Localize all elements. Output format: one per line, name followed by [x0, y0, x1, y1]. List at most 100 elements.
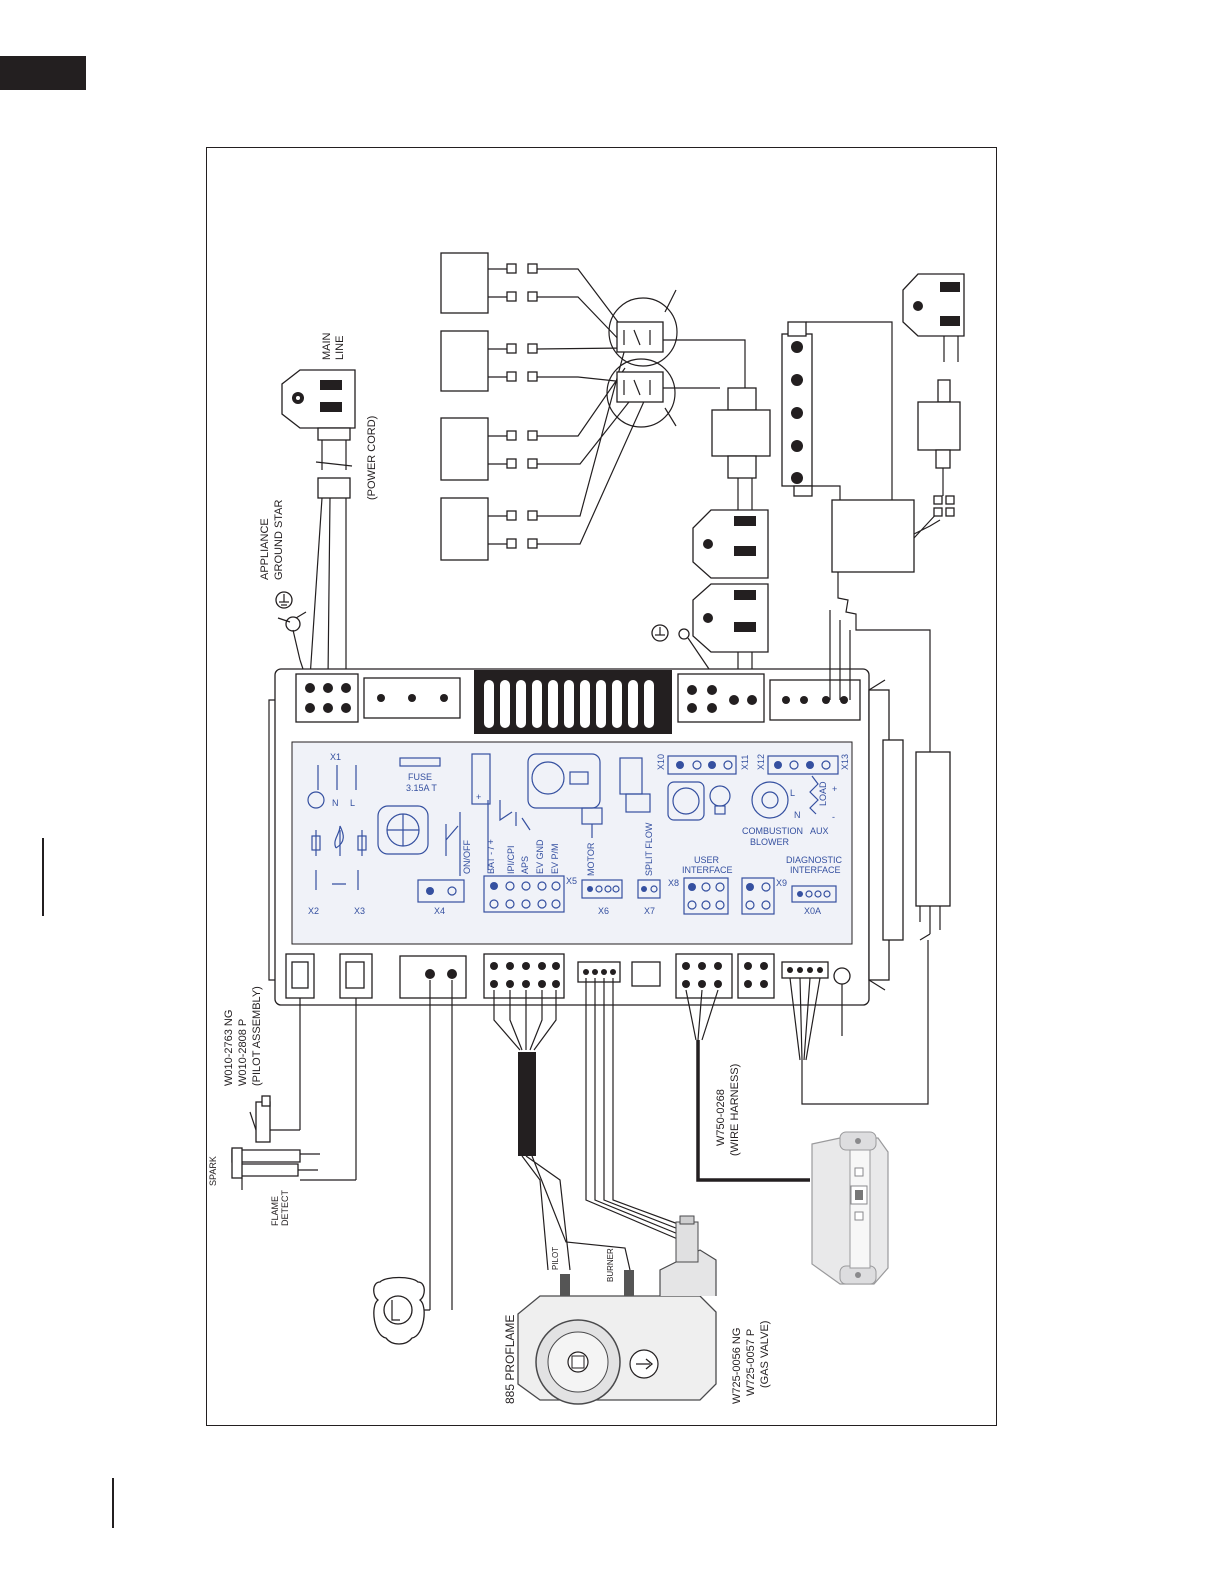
- main-line-text-1: MAIN: [321, 332, 333, 360]
- motor-wires: [585, 978, 690, 1241]
- diagnostic-label: DIAGNOSTIC: [786, 855, 843, 865]
- ev-pm-label: EV P/M: [550, 843, 560, 874]
- main-line-plug: [281, 369, 356, 499]
- gas-valve-text: (GAS VALVE): [759, 1321, 771, 1388]
- x7-label: X7: [644, 906, 655, 916]
- section-tab: [0, 56, 86, 90]
- user-label: USER: [694, 855, 720, 865]
- main-line-text-2: LINE: [334, 336, 346, 360]
- board-bottom-connectors: [285, 953, 851, 999]
- valve-pilot-label: PILOT: [551, 1247, 560, 1270]
- x13-label: X13: [840, 754, 850, 770]
- board-top-connectors: [295, 610, 861, 734]
- ground-star-text-1: APPLIANCE: [259, 518, 271, 580]
- pilot-wires: [268, 998, 357, 1181]
- valve-burner-label: BURNER: [606, 1248, 615, 1282]
- flame-label: FLAME: [270, 1196, 280, 1226]
- spark-label: SPARK: [208, 1156, 218, 1186]
- pilot-assembly-label: W010-2763 NG W010-2808 P (PILOT ASSEMBLY…: [223, 986, 263, 1086]
- panel-x0a: DIAGNOSTIC INTERFACE X0A: [786, 855, 843, 916]
- x0a-label: X0A: [804, 906, 821, 916]
- on-off-switch-icon: [373, 1276, 425, 1345]
- pilot-ng-label: W010-2763 NG: [223, 1010, 235, 1086]
- wire-harness-code: W750-0268: [715, 1089, 727, 1146]
- wall-switch-receiver: [811, 1131, 889, 1285]
- l-label: L: [350, 798, 355, 808]
- diagram-frame: [206, 147, 997, 1426]
- x1-label: X1: [330, 752, 341, 762]
- gas-valve-label: W725-0056 NG W725-0057 P (GAS VALVE): [731, 1321, 771, 1404]
- aux-label: AUX: [810, 826, 829, 836]
- bat-label: BAT - / +: [486, 839, 496, 874]
- panel-x8-x9: USER INTERFACE X8 X9: [668, 855, 787, 915]
- blower-label: BLOWER: [750, 837, 790, 847]
- svg-text:N: N: [794, 810, 801, 820]
- wire-harness: [696, 1040, 810, 1182]
- x10-label: X10: [656, 754, 666, 770]
- panel-x5: BAT - / + IPI/CPI APS EV GND EV P/M X5: [483, 800, 577, 913]
- fuse-rating-label: 3.15A T: [406, 783, 437, 793]
- panel-x6: MOTOR X6: [581, 842, 623, 916]
- control-module: [831, 499, 941, 752]
- x2-label: X2: [308, 906, 319, 916]
- wire-harness-text: (WIRE HARNESS): [729, 1064, 741, 1156]
- panel-on-off: ON/OFF X4: [417, 812, 472, 916]
- ground-star-label: APPLIANCE GROUND STAR: [259, 499, 285, 580]
- terminal-strip: [781, 321, 893, 500]
- main-line-label: MAIN LINE: [321, 332, 346, 360]
- valve-model-label: 885 PROFLAME: [503, 1315, 517, 1404]
- fuse-label: FUSE: [408, 772, 432, 782]
- svg-text:L: L: [790, 788, 795, 798]
- split-flow-label: SPLIT FLOW: [644, 822, 654, 876]
- diagnostic-interface-label: INTERFACE: [790, 865, 841, 875]
- panel-battery: +: [471, 753, 491, 805]
- ground-star-text-2: GROUND STAR: [273, 499, 285, 580]
- panel-x1: X1 N L: [307, 752, 357, 809]
- load-label: LOAD: [818, 781, 828, 806]
- panel-x12-x13: X12 X13 L N LOAD + - COMBUSTION BLOWER A…: [742, 754, 850, 847]
- ev-gnd-label: EV GND: [535, 839, 545, 874]
- x9-label: X9: [776, 878, 787, 888]
- x8-label: X8: [668, 878, 679, 888]
- gas-valve: [517, 1215, 717, 1405]
- pilot-assembly-text: (PILOT ASSEMBLY): [251, 986, 263, 1086]
- wire-sleeve: [518, 1052, 536, 1156]
- panel-x10-x11: X10 X11: [656, 754, 750, 821]
- panel-valve-icon: [527, 753, 603, 838]
- svg-text:+: +: [476, 792, 481, 802]
- x5-label: X5: [566, 876, 577, 886]
- pilot-p-label: W010-2808 P: [237, 1019, 249, 1086]
- x6-label: X6: [598, 906, 609, 916]
- margin-bar: [42, 838, 44, 916]
- detect-label: DETECT: [280, 1189, 290, 1226]
- wire-harness-label: W750-0268 (WIRE HARNESS): [715, 1064, 741, 1156]
- n-label: N: [332, 798, 339, 808]
- power-cord-label: (POWER CORD): [366, 416, 378, 500]
- ipi-cpi-label: IPI/CPI: [506, 845, 516, 874]
- gas-valve-p-label: W725-0057 P: [745, 1329, 757, 1396]
- adapter-block: [711, 387, 771, 510]
- power-cord-wires: [299, 497, 347, 679]
- harness-fanout: [493, 990, 557, 1051]
- pilot-assembly: [231, 1095, 320, 1190]
- junction-circles: [606, 289, 746, 428]
- motor-label: MOTOR: [586, 842, 596, 876]
- load-boxes: [440, 252, 489, 561]
- combustion-label: COMBUSTION: [742, 826, 803, 836]
- outlet-plug-2: [692, 583, 769, 700]
- diagnostic-wires: [789, 940, 929, 1105]
- x4-label: X4: [434, 906, 445, 916]
- switch-wires: [408, 980, 453, 1311]
- right-capsule: [882, 739, 951, 941]
- x12-label: X12: [756, 754, 766, 770]
- svg-text:-: -: [832, 812, 835, 822]
- panel-igniter: X2 X3: [308, 825, 367, 916]
- svg-text:+: +: [832, 784, 837, 794]
- flame-detect-label: FLAME DETECT: [270, 1189, 290, 1226]
- on-off-label: ON/OFF: [462, 840, 472, 874]
- footer-bar: [112, 1478, 114, 1528]
- ground-star: [275, 591, 307, 661]
- panel-logo-icon: [377, 805, 429, 855]
- user-interface-label: INTERFACE: [682, 865, 733, 875]
